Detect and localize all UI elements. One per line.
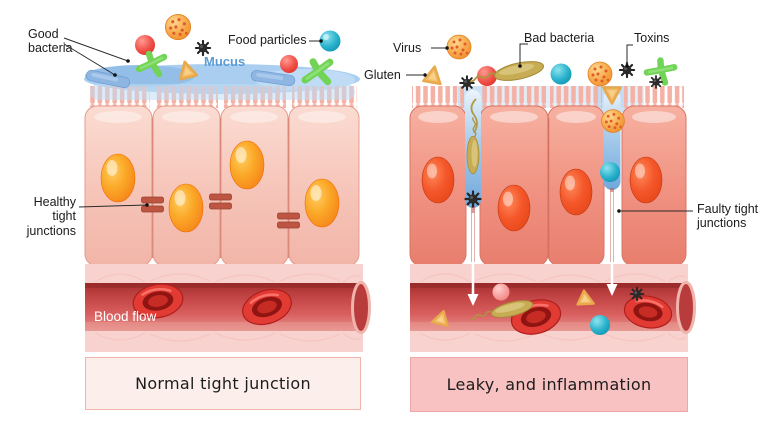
microvilli bbox=[88, 84, 357, 108]
right-epithelium bbox=[409, 86, 687, 267]
black-spiky-toxin-icon bbox=[464, 190, 482, 208]
cell-nuclei bbox=[100, 140, 340, 233]
virus-label: Virus bbox=[393, 41, 422, 55]
black-spiky-toxin-icon bbox=[194, 39, 212, 57]
sphere-highlight bbox=[323, 34, 329, 40]
gluten-label: Gluten bbox=[364, 68, 401, 82]
left-epithelium bbox=[84, 64, 360, 267]
bad-bacteria-label: Bad bacteria bbox=[524, 31, 595, 45]
green-branched-bacterium-icon bbox=[646, 58, 675, 84]
red-particle-icon bbox=[135, 35, 155, 55]
cell-nuclei-inflamed bbox=[421, 156, 663, 232]
spotted-virus-icon bbox=[446, 34, 472, 60]
microvilli bbox=[412, 86, 684, 108]
faulty-tight-junctions-label: Faulty tight junctions bbox=[697, 202, 759, 231]
black-spiky-toxin-icon bbox=[459, 75, 475, 91]
blood-flow-label: Blood flow bbox=[94, 309, 157, 324]
food-particles-label: Food particles bbox=[228, 33, 307, 47]
teal-sphere-icon bbox=[590, 315, 610, 335]
left-pointer-lines bbox=[63, 37, 323, 208]
red-particle-icon bbox=[492, 283, 510, 301]
left-blood-vessel bbox=[85, 264, 371, 352]
right-panel-caption: Leaky, and inflammation bbox=[410, 357, 688, 412]
right-pointer-lines bbox=[406, 43, 693, 213]
good-bacteria-label: Good bacteria bbox=[28, 27, 73, 56]
leak-arrows bbox=[467, 192, 618, 306]
teal-sphere-icon bbox=[550, 63, 572, 85]
left-floating-particles bbox=[84, 13, 341, 90]
vessel-opening bbox=[676, 281, 696, 334]
toxins-label: Toxins bbox=[634, 31, 670, 45]
healthy-tight-junctions-label: Healthy tight junctions bbox=[26, 195, 76, 238]
left-panel-caption: Normal tight junction bbox=[85, 357, 361, 410]
spotted-virus-icon bbox=[164, 13, 192, 41]
red-particle-icon bbox=[280, 55, 298, 73]
gap-invaders bbox=[464, 86, 625, 208]
vessel-opening bbox=[351, 281, 371, 334]
right-floating-particles bbox=[422, 34, 675, 91]
mucus-label: Mucus bbox=[204, 54, 246, 69]
black-spiky-toxin-icon bbox=[649, 75, 663, 89]
black-spiky-toxin-icon bbox=[629, 286, 645, 302]
spotted-virus-icon bbox=[601, 109, 625, 133]
teal-sphere-icon bbox=[600, 162, 620, 182]
right-blood-vessel bbox=[410, 264, 696, 352]
spotted-virus-icon bbox=[587, 61, 613, 87]
leaked-particles bbox=[428, 283, 645, 335]
